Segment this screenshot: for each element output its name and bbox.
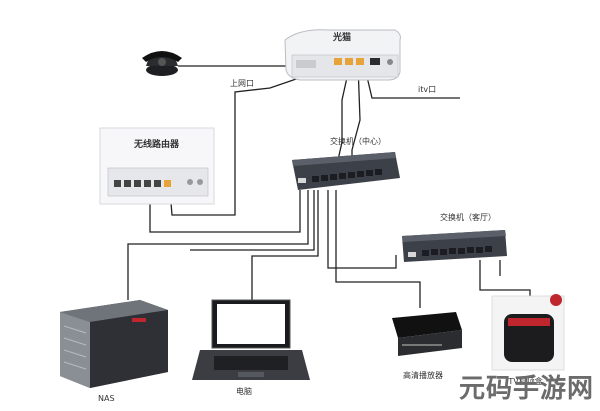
watermark: 元码手游网 [458, 374, 594, 404]
hd-player [392, 312, 462, 356]
label-switch-living: 交换机（客厅） [440, 213, 496, 222]
cable-modem-living [351, 63, 361, 160]
telephone-icon [142, 51, 182, 76]
cable-router-switch [149, 190, 301, 233]
label-switch-center: 交换机（中心） [330, 137, 386, 146]
label-uplink-port: 上网口 [230, 79, 254, 88]
cable-switch-nas [127, 190, 309, 300]
label-itv-port: itv口 [418, 85, 437, 94]
cable-switch-living [327, 190, 397, 269]
cable-modem-switch [337, 63, 351, 161]
label-itv-box: ITV机顶盒 [506, 377, 543, 386]
cables [127, 59, 531, 310]
label-modem: 光猫 [333, 33, 352, 43]
cable-center-extra [190, 190, 315, 251]
itv-box [491, 294, 565, 371]
label-laptop: 电脑 [236, 387, 252, 396]
switch-living [402, 230, 507, 262]
label-nas: NAS [98, 394, 115, 403]
label-wireless-router: 无线路由器 [134, 140, 180, 150]
switch-center [292, 152, 400, 190]
label-hd-player: 高清播放器 [403, 371, 443, 380]
cable-modem-router [169, 65, 335, 216]
modem-port-uplink [334, 58, 342, 65]
modem-port-2 [345, 58, 353, 65]
wireless-router [99, 127, 215, 205]
nas-device [60, 300, 168, 388]
modem [284, 29, 401, 81]
cable-switch-hd [335, 190, 421, 308]
laptop [192, 299, 310, 380]
cable-switch-laptop [251, 190, 319, 300]
modem-port-3 [356, 58, 364, 65]
